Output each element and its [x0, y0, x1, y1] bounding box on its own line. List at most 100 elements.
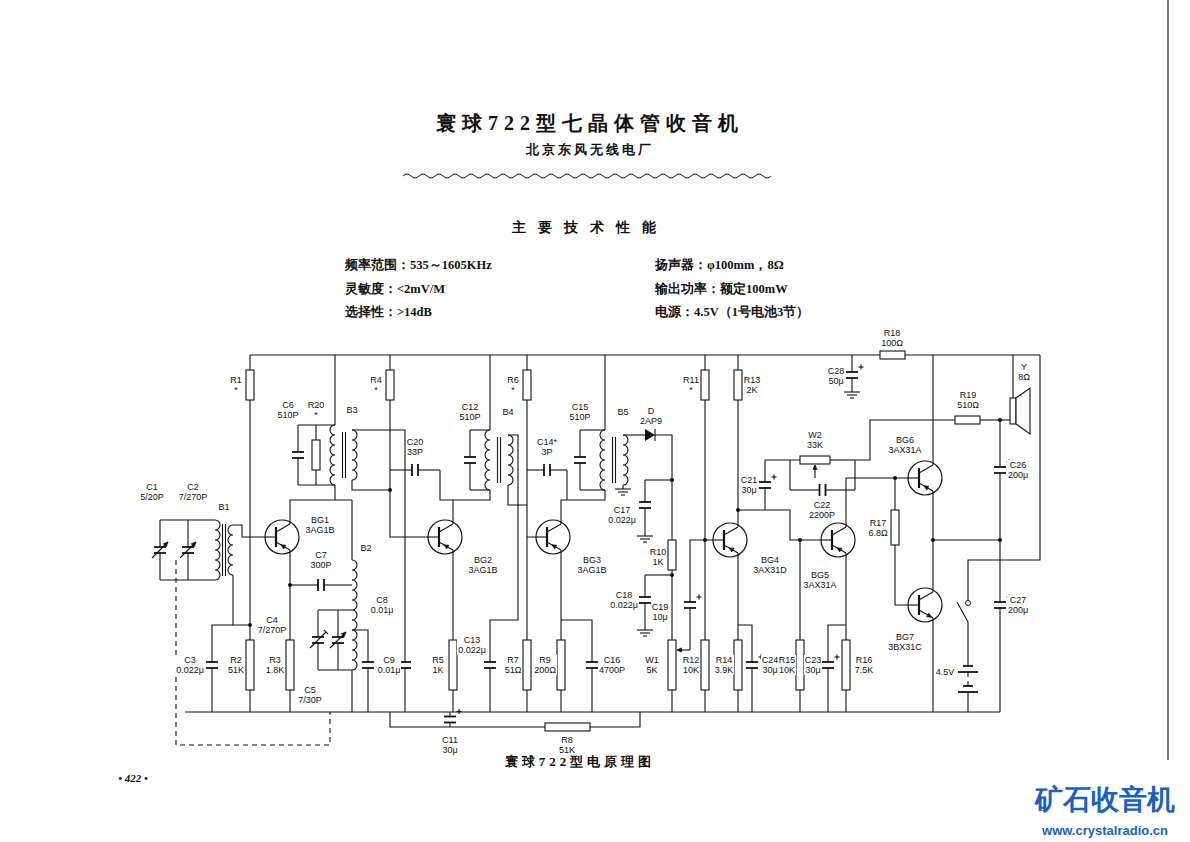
wire	[1012, 355, 1013, 398]
arrow-head	[677, 648, 682, 652]
wire	[159, 553, 160, 580]
transistor-lead	[832, 545, 846, 553]
transistor-lead	[821, 539, 832, 540]
wire	[751, 690, 752, 712]
wire	[318, 669, 352, 670]
wire	[845, 690, 846, 712]
wire	[527, 469, 544, 470]
wire	[933, 539, 1000, 540]
wire	[367, 690, 368, 712]
agc-line	[390, 712, 545, 727]
wire	[738, 625, 752, 640]
wire	[591, 640, 592, 662]
component-label: R5 1K	[431, 655, 445, 675]
component-label: C3 0.022μ	[175, 655, 205, 675]
capacitor-plate	[444, 716, 456, 718]
wire	[233, 575, 250, 625]
wire	[560, 550, 561, 640]
speaker-symbol	[1010, 398, 1016, 424]
wire	[297, 425, 298, 452]
wire	[249, 690, 250, 712]
wire	[851, 355, 852, 363]
polarity-mark	[698, 595, 699, 600]
transistor-lead	[919, 483, 933, 491]
wire	[764, 460, 765, 482]
transformer-core	[345, 432, 346, 478]
arrow-head	[924, 486, 929, 490]
ground-symbol	[637, 629, 653, 630]
wire	[489, 668, 490, 690]
transistor-lead	[547, 524, 561, 532]
capacitor-plate	[684, 601, 696, 603]
transistor-lead	[536, 536, 547, 537]
capacitor-plate	[684, 607, 696, 609]
ground-symbol	[618, 491, 628, 492]
wire	[297, 458, 298, 485]
wire	[352, 430, 405, 640]
transistor-lead	[908, 604, 919, 605]
resistor-symbol	[880, 351, 905, 359]
wire	[789, 460, 790, 490]
resistor-symbol	[701, 370, 709, 400]
resistor-symbol	[800, 456, 830, 464]
wire	[389, 355, 390, 370]
wire	[580, 489, 605, 490]
transistor-lead	[547, 542, 561, 550]
wire	[894, 478, 895, 510]
ground-symbol	[640, 538, 650, 539]
arrow-head	[163, 542, 168, 547]
capacitor-plate	[759, 487, 771, 489]
wire	[418, 469, 440, 470]
wire	[854, 460, 855, 490]
wire	[560, 690, 561, 712]
component-label: C5 7/30P	[297, 685, 323, 705]
ground-symbol	[643, 635, 647, 636]
spec-line: 灵敏度：<2mV/M	[345, 281, 445, 298]
wire	[644, 530, 645, 536]
wire	[440, 470, 490, 500]
component-label: BG5 3AX31A	[802, 570, 837, 590]
wire	[249, 400, 250, 640]
subtitle: 北京东风无线电厂	[526, 141, 654, 159]
wire	[490, 435, 518, 640]
transistor-symbol	[428, 520, 462, 554]
component-label: R15 10K	[778, 655, 797, 675]
wire	[999, 485, 1000, 540]
component-label: R8 51K	[558, 735, 576, 755]
transformer-core	[500, 437, 501, 483]
component-label: BG7 3BX31C	[887, 632, 923, 652]
wire	[187, 553, 188, 580]
capacitor-plate	[323, 579, 325, 591]
wire	[527, 400, 536, 537]
wire	[404, 690, 405, 712]
component-label: 4.5V	[935, 667, 956, 677]
wire	[212, 625, 233, 640]
wire	[704, 400, 705, 640]
capacitor-plate	[317, 579, 319, 591]
capacitor-plate	[574, 456, 586, 458]
component-label: C12 510P	[458, 402, 481, 422]
component-label: C18 0.022μ	[609, 590, 639, 610]
watermark: 矿石收音机	[1035, 781, 1175, 819]
capacitor-plate	[639, 507, 651, 509]
ground-symbol	[621, 494, 625, 495]
transistor-lead	[919, 592, 933, 600]
polarity-mark	[836, 655, 837, 660]
wire	[489, 640, 490, 662]
component-label: C20 33P	[406, 437, 425, 457]
wire	[828, 625, 846, 640]
wire	[851, 378, 852, 387]
coil-symbol	[485, 430, 490, 490]
junction-dot	[388, 488, 392, 492]
capacitor-plate	[822, 661, 834, 663]
coil-symbol	[600, 430, 605, 490]
capacitor-plate	[819, 484, 821, 496]
wire	[827, 640, 828, 662]
resistor-symbol	[734, 640, 742, 690]
junction-dot	[998, 418, 1002, 422]
wire	[690, 540, 713, 585]
component-label: R18 100Ω	[880, 328, 904, 348]
wire	[211, 668, 212, 690]
transistor-symbol	[821, 523, 855, 557]
transistor-lead	[919, 465, 933, 473]
